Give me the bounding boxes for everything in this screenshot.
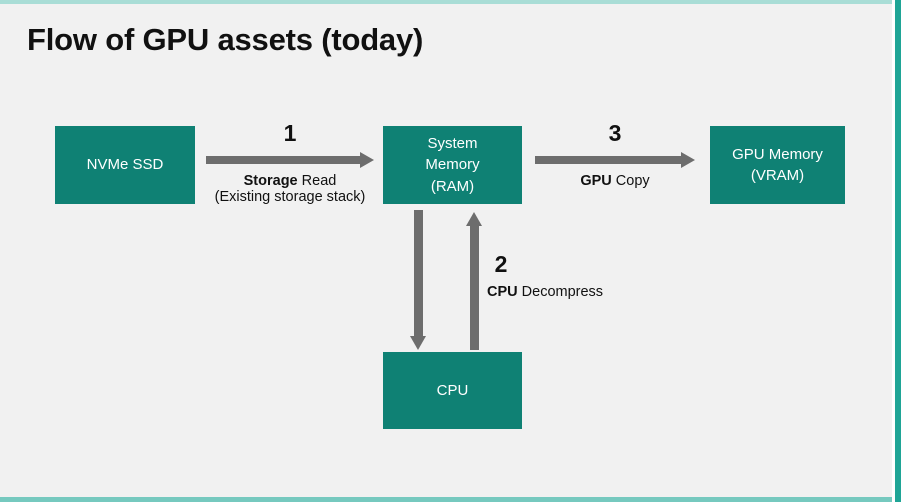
node-nvme-ssd-label: NVMe SSD — [86, 156, 164, 174]
node-gpu-memory-line2: (VRAM) — [750, 167, 805, 184]
step-2-label-bold: CPU — [487, 284, 518, 300]
slide-right-border-inner — [892, 0, 895, 502]
step-3-label-bold: GPU — [580, 173, 612, 189]
page-title: Flow of GPU assets (today) — [27, 22, 424, 57]
step-2-label-rest: Decompress — [517, 284, 604, 300]
slide-right-border — [895, 0, 901, 502]
node-cpu-label: CPU — [436, 381, 469, 399]
step-2-caption: CPU Decompress — [487, 284, 687, 300]
step-3-caption: GPU Copy — [527, 173, 703, 189]
step-1-sublabel: (Existing storage stack) — [214, 189, 366, 205]
step-2-number: 2 — [494, 251, 508, 277]
arrow-storage-read-icon — [206, 152, 374, 168]
node-gpu-memory: GPU Memory (VRAM) — [710, 126, 845, 204]
node-nvme-ssd: NVMe SSD — [55, 126, 195, 204]
arrow-ram-to-cpu-icon — [410, 210, 426, 350]
step-1-label-bold: Storage — [243, 173, 298, 189]
arrow-gpu-copy-icon — [535, 152, 695, 168]
arrow-cpu-decompress-icon — [466, 212, 482, 350]
node-system-memory-line2: Memory — [425, 156, 480, 174]
node-system-memory: System Memory (RAM) — [383, 126, 522, 204]
step-1-caption: Storage Read (Existing storage stack) — [190, 173, 390, 205]
step-3-label-rest: Copy — [611, 173, 650, 189]
node-system-memory-line1: System — [427, 135, 478, 153]
slide-bottom-border — [0, 497, 901, 502]
node-cpu: CPU — [383, 352, 522, 429]
slide-top-border — [0, 0, 901, 4]
step-1-number: 1 — [283, 120, 297, 146]
node-gpu-memory-line1: GPU Memory — [732, 145, 823, 163]
step-3-number: 3 — [608, 120, 622, 146]
step-1-label-rest: Read — [297, 173, 337, 189]
node-system-memory-line3: (RAM) — [430, 177, 475, 195]
